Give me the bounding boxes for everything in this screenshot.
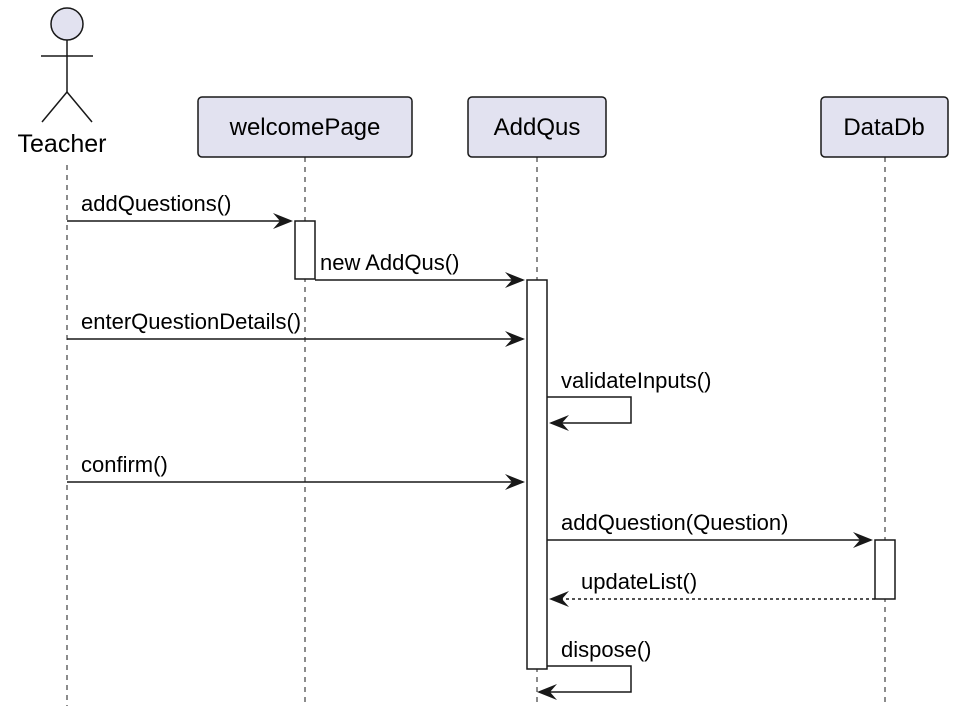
- message-confirm: confirm(): [67, 452, 525, 490]
- message-label: new AddQus(): [320, 250, 459, 275]
- arrowhead: [505, 272, 525, 288]
- activation-addqus: [526, 279, 548, 670]
- arrowhead: [505, 331, 525, 347]
- participant-box: [197, 96, 413, 158]
- participant-addqus: AddQus: [467, 96, 607, 158]
- actor-label: Teacher: [18, 130, 107, 158]
- actor-teacher: Teacher: [18, 7, 107, 158]
- arrowhead: [537, 684, 557, 700]
- arrowhead: [505, 474, 525, 490]
- message-label: updateList(): [581, 569, 697, 594]
- message-label: confirm(): [81, 452, 168, 477]
- activations: [294, 220, 896, 670]
- message-line: [539, 665, 632, 693]
- arrowhead: [853, 532, 873, 548]
- actor-head: [50, 7, 84, 41]
- actor-leg-left: [41, 91, 68, 123]
- message-label: addQuestion(Question): [561, 510, 788, 535]
- participant-label: welcomePage: [229, 114, 381, 141]
- message-addquestions: addQuestions(): [67, 191, 293, 229]
- message-label: validateInputs(): [561, 368, 711, 393]
- message-label: addQuestions(): [81, 191, 231, 216]
- arrowhead: [273, 213, 293, 229]
- message-enterquestiondetails: enterQuestionDetails(): [67, 309, 525, 347]
- participant-label: DataDb: [843, 114, 924, 141]
- message-label: dispose(): [561, 637, 651, 662]
- participant-box: [467, 96, 607, 158]
- participant-box: [820, 96, 949, 158]
- message-validateinputs: validateInputs(): [547, 368, 711, 431]
- message-line: [547, 396, 632, 424]
- arrowhead: [549, 591, 569, 607]
- lifelines: [66, 157, 886, 706]
- actor-leg-right: [66, 91, 93, 123]
- participant-label: AddQus: [494, 114, 581, 141]
- message-updatelist: updateList(): [549, 569, 875, 607]
- participant-welcomepage: welcomePage: [197, 96, 413, 158]
- arrowhead: [549, 415, 569, 431]
- participant-datadb: DataDb: [820, 96, 949, 158]
- message-addquestion-question: addQuestion(Question): [547, 510, 873, 548]
- message-label: enterQuestionDetails(): [81, 309, 301, 334]
- message-new-addqus: new AddQus(): [315, 250, 525, 288]
- activation-welcomepage: [294, 220, 316, 280]
- activation-datadb: [874, 539, 896, 600]
- message-dispose: dispose(): [537, 637, 651, 700]
